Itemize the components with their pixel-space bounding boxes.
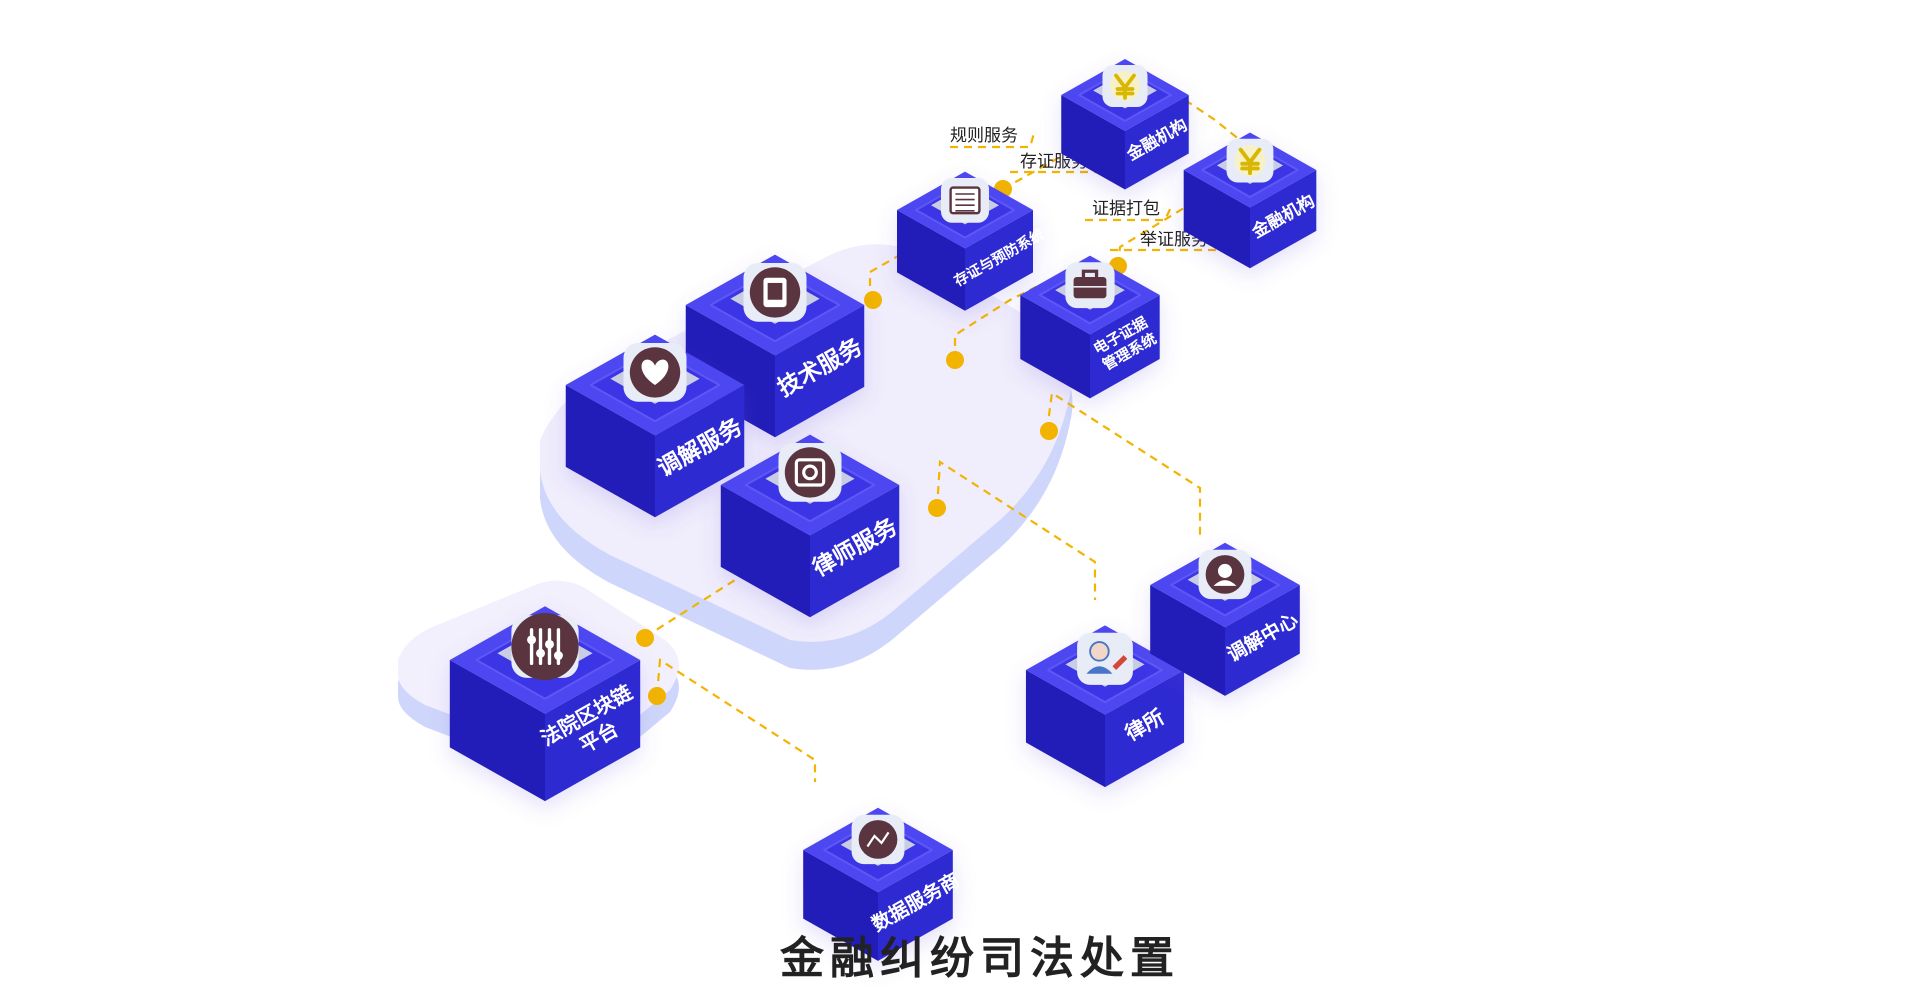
node-lawyer-service[interactable]: 律师服务 [720, 434, 903, 618]
user-icon [1205, 555, 1245, 594]
cube-left-face [803, 850, 878, 961]
connector-fi1-to-fi2 [1184, 99, 1241, 141]
cube-right-face [655, 385, 745, 518]
briefcase-icon [1073, 269, 1107, 299]
cube-right-face [965, 210, 1033, 311]
cube-right-face [1250, 170, 1317, 269]
equalizer-icon [511, 612, 579, 681]
node-evidence-storage-system[interactable]: 存证与预防系统 [897, 171, 1048, 311]
dot-6 [648, 687, 666, 705]
cube-left-face [720, 485, 810, 618]
cube-right-face [1105, 670, 1185, 788]
lawyer-icon [1086, 641, 1128, 674]
cube-right-face [1090, 295, 1160, 399]
connector-main-to-mediation-center [1045, 391, 1202, 535]
cube-right-face [810, 485, 900, 618]
cube-right-face [775, 305, 865, 438]
node-tech-service[interactable]: 技术服务 [685, 254, 868, 438]
dot-2 [946, 351, 964, 369]
node-financial-institution-1[interactable]: 金融机构 [1061, 59, 1190, 190]
cube-right-face [1125, 95, 1189, 190]
dot-1 [864, 291, 882, 309]
diagram-caption: 金融纠纷司法处置 [780, 933, 1180, 984]
yen-icon [1110, 71, 1140, 101]
edge-label-evidence-pack: 证据打包 [1092, 199, 1160, 219]
heart-icon [629, 347, 681, 398]
cube-left-face [897, 210, 965, 311]
dot-4 [928, 499, 946, 517]
dot-3 [1040, 422, 1058, 440]
cube-right-face [1225, 585, 1300, 696]
connector-esys-to-fi2 [1116, 159, 1251, 266]
connector-court-to-data [655, 658, 817, 782]
chart-icon [858, 820, 898, 859]
cube-left-face [1025, 670, 1105, 788]
edge-label-rule-service: 规则服务 [950, 126, 1018, 146]
cube-left-face [1020, 295, 1090, 399]
notebook-icon [949, 186, 981, 215]
connector-tech-to-evidence [868, 239, 931, 300]
node-mediation-service[interactable]: 调解服务 [565, 334, 748, 518]
cube-left-face [449, 660, 545, 802]
yen-icon [1234, 145, 1266, 177]
node-mediation-center[interactable]: 调解中心 [1150, 542, 1302, 696]
cube-right-face [878, 850, 953, 961]
node-financial-institution-2[interactable]: 金融机构 [1183, 132, 1319, 269]
connector-dots [636, 180, 1127, 705]
edge-label-proof-service: 举证服务 [1140, 230, 1208, 250]
dot-5 [636, 629, 654, 647]
cube-left-face [685, 305, 775, 438]
safe-icon [784, 447, 836, 498]
leader-evidence-pack [1085, 204, 1173, 222]
cube-left-face [1061, 95, 1125, 190]
node-data-provider[interactable]: 数据服务商 [803, 807, 963, 961]
connector-main-to-esys [953, 284, 1041, 360]
tablet-icon [749, 267, 801, 318]
cube-left-face [1150, 585, 1225, 696]
cube-left-face [1183, 170, 1250, 269]
cube-right-face [545, 660, 641, 802]
node-law-firm[interactable]: 律所 [1025, 625, 1185, 788]
cube-left-face [565, 385, 655, 518]
leader-rule-service [950, 129, 1037, 149]
